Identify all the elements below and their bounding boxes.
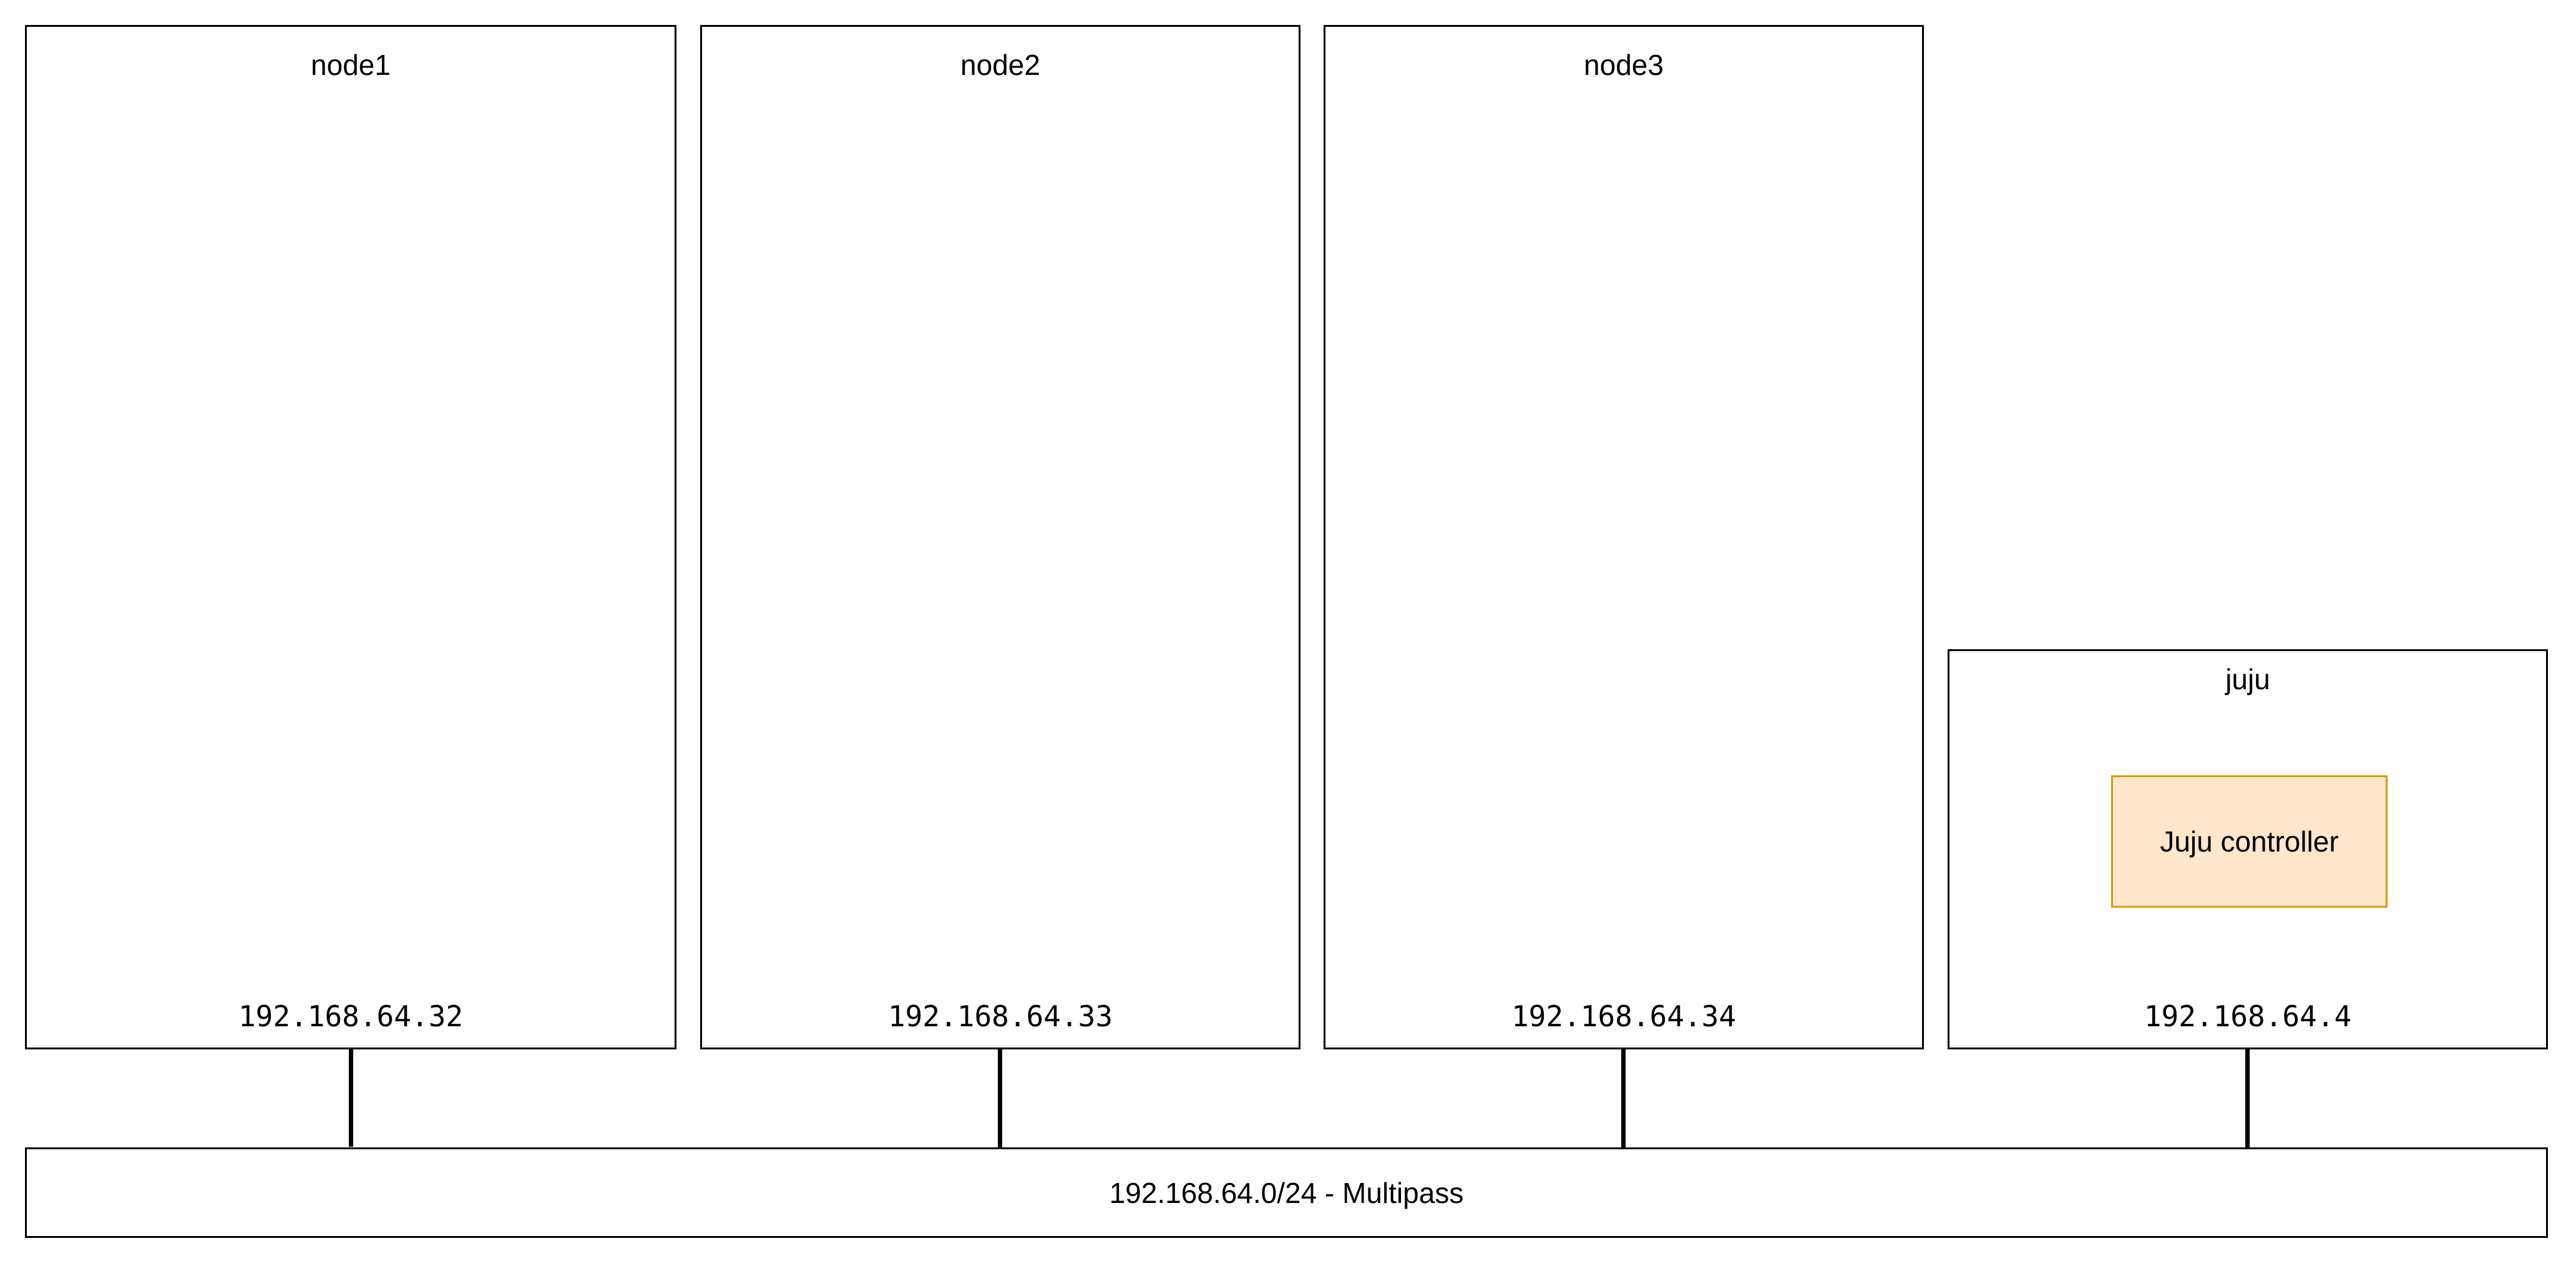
network-label: 192.168.64.0/24 - Multipass [1109,1176,1464,1209]
node2-network-link [998,1049,1002,1149]
node3-box: node3 192.168.64.34 [1324,25,1924,1049]
juju-network-link [2245,1049,2250,1149]
node1-title: node1 [311,49,391,81]
juju-title: juju [2225,663,2270,695]
node1-network-link [349,1049,353,1147]
node3-title: node3 [1584,49,1664,81]
juju-ip: 192.168.64.4 [2144,999,2352,1033]
node2-ip: 192.168.64.33 [887,999,1113,1033]
node3-network-link [1621,1049,1626,1149]
node1-ip: 192.168.64.32 [238,999,464,1033]
juju-controller: Juju controller [2111,775,2388,908]
node1-box: node1 192.168.64.32 [25,25,676,1049]
juju-box: juju Juju controller 192.168.64.4 [1948,649,2548,1049]
node2-box: node2 192.168.64.33 [700,25,1300,1049]
node2-title: node2 [960,49,1040,81]
network-bar: 192.168.64.0/24 - Multipass [25,1147,2548,1238]
node3-ip: 192.168.64.34 [1511,999,1737,1033]
